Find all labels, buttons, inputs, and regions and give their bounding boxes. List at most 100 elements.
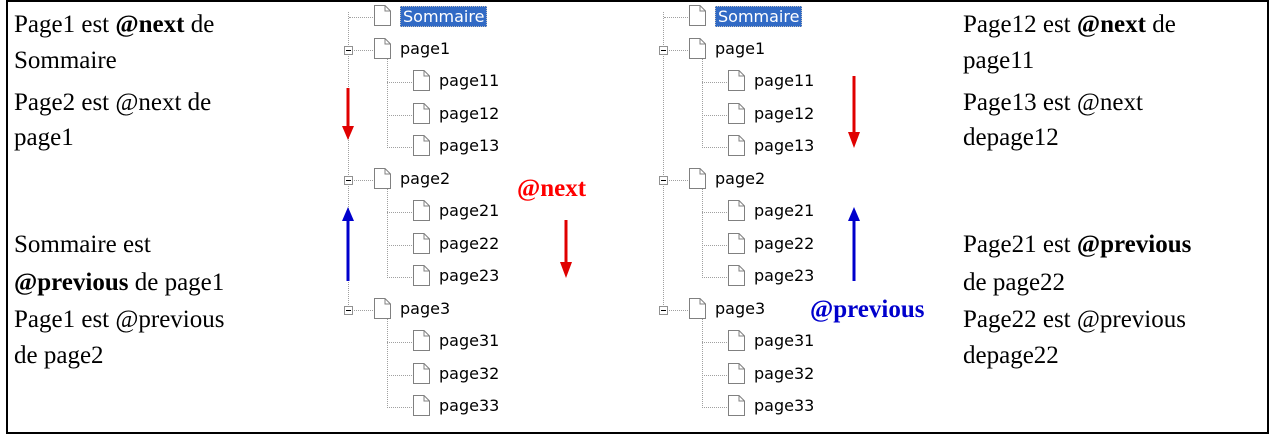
tree-node-leaf[interactable]: page12 xyxy=(337,102,597,128)
tree-node-label: page3 xyxy=(715,299,766,318)
tree-node-parent[interactable]: page3 xyxy=(652,297,912,323)
tree-view-left: Sommaire page1 page11 page12 page13 page2 page… xyxy=(337,4,617,424)
tree-node-label: page21 xyxy=(754,201,815,220)
document-icon xyxy=(412,199,431,222)
left-top-line3: Page2 est @next de xyxy=(14,89,212,116)
right-top-line2: page11 xyxy=(963,47,1035,74)
left-bottom-line3: Page1 est @previous xyxy=(14,306,225,333)
right-top-line1: Page12 est @next de xyxy=(963,11,1176,38)
tree-node-leaf[interactable]: page32 xyxy=(337,362,597,388)
document-icon xyxy=(412,329,431,352)
left-bottom-line2: @previous de page1 xyxy=(14,269,225,296)
tree-node-leaf[interactable]: page13 xyxy=(652,134,912,160)
tree-node-leaf[interactable]: page22 xyxy=(337,232,597,258)
document-icon xyxy=(688,4,707,27)
tree-node-leaf[interactable]: page23 xyxy=(337,264,597,290)
document-icon xyxy=(373,167,392,190)
tree-node-parent[interactable]: page2 xyxy=(652,167,912,193)
tree-connector-horizontal xyxy=(664,180,688,181)
tree-connector-vertical xyxy=(348,12,349,309)
collapse-icon[interactable] xyxy=(344,176,353,185)
tree-node-leaf[interactable]: page11 xyxy=(652,69,912,95)
tree-node-label: page1 xyxy=(400,39,451,58)
tree-node-leaf[interactable]: page22 xyxy=(652,232,912,258)
tree-connector-horizontal xyxy=(702,147,727,148)
tree-node-leaf[interactable]: page11 xyxy=(337,69,597,95)
tree-connector-horizontal xyxy=(349,310,373,311)
collapse-icon[interactable] xyxy=(344,306,353,315)
tree-connector-vertical xyxy=(663,12,664,309)
document-icon xyxy=(373,37,392,60)
tree-node-leaf[interactable]: page23 xyxy=(652,264,912,290)
tree-node-leaf[interactable]: page33 xyxy=(337,394,597,420)
collapse-icon[interactable] xyxy=(659,176,668,185)
tree-node-root[interactable]: Sommaire xyxy=(652,4,912,30)
collapse-icon[interactable] xyxy=(659,306,668,315)
tree-node-label: page2 xyxy=(715,169,766,188)
tree-connector-horizontal xyxy=(387,82,412,83)
collapse-icon[interactable] xyxy=(344,46,353,55)
tree-node-root[interactable]: Sommaire xyxy=(337,4,597,30)
tree-node-leaf[interactable]: page12 xyxy=(652,102,912,128)
tree-node-parent[interactable]: page3 xyxy=(337,297,597,323)
document-icon xyxy=(373,4,392,27)
document-icon xyxy=(688,167,707,190)
tree-node-label: page13 xyxy=(439,136,500,155)
tree-connector-horizontal xyxy=(702,245,727,246)
next-annotation-label: @next xyxy=(517,175,587,202)
document-icon xyxy=(727,134,746,157)
tree-connector-horizontal xyxy=(349,50,373,51)
document-icon xyxy=(727,232,746,255)
tree-node-label: page12 xyxy=(754,104,815,123)
tree-node-leaf[interactable]: page21 xyxy=(337,199,597,225)
arrow-down-right-tree xyxy=(848,76,860,148)
tree-node-leaf[interactable]: page33 xyxy=(652,394,912,420)
tree-connector-vertical xyxy=(387,59,388,148)
tree-node-label: page32 xyxy=(754,364,815,383)
tree-connector-horizontal xyxy=(664,17,688,18)
tree-node-leaf[interactable]: page31 xyxy=(652,329,912,355)
tree-connector-horizontal xyxy=(702,115,727,116)
collapse-icon[interactable] xyxy=(659,46,668,55)
tree-node-label: page22 xyxy=(754,234,815,253)
document-icon xyxy=(412,102,431,125)
tree-node-label: page3 xyxy=(400,299,451,318)
document-icon xyxy=(412,232,431,255)
tree-node-label: page13 xyxy=(754,136,815,155)
tree-node-label: page33 xyxy=(439,396,500,415)
document-icon xyxy=(373,297,392,320)
tree-connector-horizontal xyxy=(702,407,727,408)
tree-node-label: page11 xyxy=(754,71,815,90)
arrow-up-left-tree xyxy=(342,207,354,281)
tree-node-leaf[interactable]: page13 xyxy=(337,134,597,160)
arrow-down-left-tree xyxy=(342,88,354,140)
document-icon xyxy=(727,329,746,352)
tree-node-label: page32 xyxy=(439,364,500,383)
tree-connector-horizontal xyxy=(702,82,727,83)
tree-node-label: page1 xyxy=(715,39,766,58)
tree-node-parent[interactable]: page1 xyxy=(337,37,597,63)
tree-node-label: page23 xyxy=(754,266,815,285)
right-bottom-line2: de page22 xyxy=(963,269,1066,296)
right-bottom-line4: depage22 xyxy=(963,342,1059,369)
tree-node-leaf[interactable]: page32 xyxy=(652,362,912,388)
tree-node-leaf[interactable]: page31 xyxy=(337,329,597,355)
document-icon xyxy=(688,37,707,60)
tree-connector-vertical xyxy=(702,189,703,278)
document-icon xyxy=(727,199,746,222)
tree-connector-horizontal xyxy=(664,310,688,311)
tree-node-label: page31 xyxy=(439,331,500,350)
right-bottom-line3: Page22 est @previous xyxy=(963,306,1186,333)
tree-node-leaf[interactable]: page21 xyxy=(652,199,912,225)
document-icon xyxy=(727,264,746,287)
tree-connector-horizontal xyxy=(664,50,688,51)
tree-node-label: page22 xyxy=(439,234,500,253)
document-icon xyxy=(727,362,746,385)
tree-node-parent[interactable]: page2 xyxy=(337,167,597,193)
tree-node-parent[interactable]: page1 xyxy=(652,37,912,63)
tree-connector-vertical xyxy=(702,59,703,148)
document-icon xyxy=(727,102,746,125)
tree-node-label: page31 xyxy=(754,331,815,350)
right-top-line3: Page13 est @next xyxy=(963,89,1143,116)
